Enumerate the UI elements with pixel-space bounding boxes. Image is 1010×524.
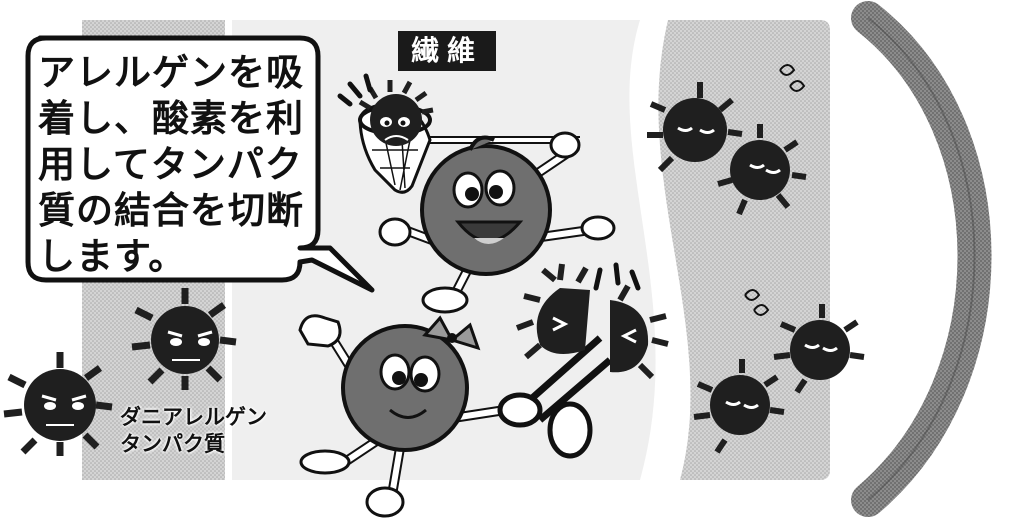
caught-allergen-icon — [337, 73, 434, 146]
allergen-angry-icon — [131, 288, 237, 390]
scissors-icon — [497, 335, 613, 459]
bubble-line: します。 — [38, 235, 187, 278]
mite-allergen-label: ダニアレルゲン タンパク質 — [120, 404, 267, 458]
mascot-boy — [378, 131, 616, 314]
mite-label-line: ダニアレルゲン — [120, 405, 267, 429]
speech-bubble-text: アレルゲンを吸 着し、酸素を利 用してタンパク 質の結合を切断 します。 — [38, 50, 318, 280]
bubble-line: アレルゲンを吸 — [38, 51, 304, 94]
allergen-sleeping-icon — [693, 289, 865, 454]
bubble-line: 着し、酸素を利 — [38, 97, 304, 140]
allergen-sleeping-icon — [647, 64, 807, 216]
arc-shape — [851, 1, 992, 517]
allergen-split-icon — [515, 262, 669, 380]
mascot-girl — [298, 314, 510, 518]
fiber-label: 繊維 — [398, 31, 496, 71]
mite-label-line: タンパク質 — [120, 432, 225, 456]
bubble-line: 用してタンパク — [38, 143, 303, 186]
speech-bubble — [25, 35, 375, 293]
allergen-angry-icon — [3, 352, 113, 456]
bubble-line: 質の結合を切断 — [38, 189, 304, 232]
